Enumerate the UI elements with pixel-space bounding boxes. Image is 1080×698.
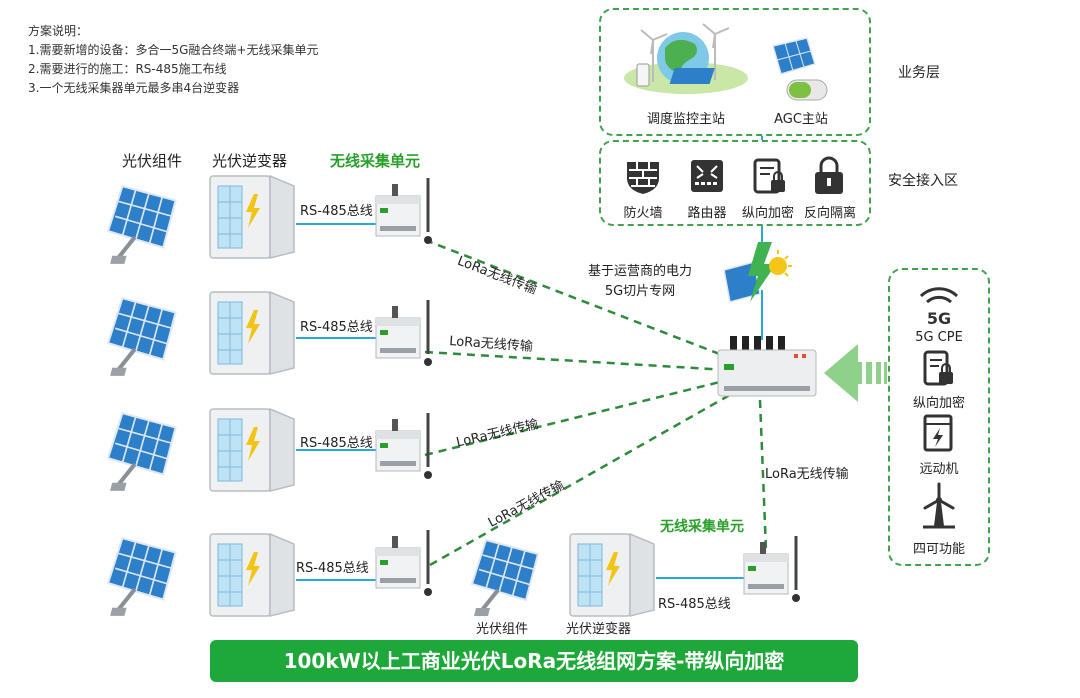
bottom-inverter-label: 光伏逆变器	[566, 622, 632, 637]
slice-network-label: 基于运营商的电力 5G切片专网	[588, 264, 693, 299]
telecontrol-label: 远动机	[919, 462, 959, 477]
notes-title: 方案说明：	[28, 24, 89, 38]
header-pv-module: 光伏组件	[122, 152, 183, 170]
inverter-cabinet	[206, 288, 298, 378]
reverse-isolation-label: 反向隔离	[803, 206, 856, 221]
rs485-label: RS-485总线	[300, 320, 373, 335]
5g-wifi-icon: 5G	[919, 287, 959, 326]
wireless-collector	[372, 292, 448, 372]
firewall-icon	[627, 162, 659, 194]
header-inverter: 光伏逆变器	[212, 152, 288, 170]
lora-line	[424, 350, 729, 372]
security-zone-box: 防火墙 路由器 纵向加密 反向隔离	[599, 140, 871, 226]
pv-module	[104, 178, 196, 270]
inverter-cabinet	[206, 530, 298, 620]
router-label: 路由器	[687, 206, 727, 221]
wireless-collector	[740, 528, 816, 608]
inverter-cabinet	[206, 172, 298, 262]
5g-cpe-label: 5G CPE	[915, 330, 963, 345]
dispatch-station-label: 调度监控主站	[646, 112, 725, 127]
encryption-icon	[923, 350, 953, 386]
slice-network-icon	[723, 242, 792, 303]
notes-item: 3.一个无线采集器单元最多串4台逆变器	[28, 81, 240, 95]
5g-badge: 5G	[927, 309, 951, 326]
lora-line	[429, 390, 736, 567]
scheme-title-banner: 100kW以上工商业光伏LoRa无线组网方案-带纵向加密	[210, 640, 858, 682]
terminal-encryption-label: 纵向加密	[912, 396, 965, 411]
lora-label: LoRa无线传输	[765, 467, 849, 482]
wireless-collector	[372, 405, 448, 485]
agc-station-icon	[772, 37, 828, 101]
pv-module	[104, 290, 196, 382]
inverter-cabinet	[206, 405, 298, 495]
dispatch-station-icon	[624, 23, 748, 94]
bottom-pv-module-label: 光伏组件	[476, 622, 529, 637]
rs485-label: RS-485总线	[658, 597, 731, 612]
agc-station-label: AGC主站	[774, 112, 828, 127]
5g-fusion-terminal	[717, 336, 817, 397]
header-collector: 无线采集单元	[330, 152, 421, 170]
rs485-label: RS-485总线	[300, 436, 373, 451]
bottom-collector-title: 无线采集单元	[660, 519, 744, 535]
pv-module	[104, 405, 196, 497]
router-icon	[691, 160, 723, 192]
lora-line	[758, 399, 768, 551]
wind-turbine-icon	[923, 482, 955, 529]
telecontrol-icon	[923, 414, 953, 452]
lora-line	[424, 378, 729, 457]
pv-module	[468, 532, 558, 622]
terminal-functions-box: 5G 5G CPE 纵向加密 远动机 四可功能	[888, 268, 990, 566]
wireless-collector	[372, 522, 448, 602]
encryption-label: 纵向加密	[741, 206, 794, 221]
business-layer-title: 业务层	[898, 65, 940, 81]
wireless-collector	[372, 170, 448, 250]
security-zone-title: 安全接入区	[888, 173, 958, 189]
four-capabilities-label: 四可功能	[912, 542, 965, 557]
encryption-icon	[753, 158, 785, 194]
inverter-cabinet	[566, 530, 658, 620]
business-layer-box: 调度监控主站 AGC主站	[599, 8, 871, 136]
pv-module	[104, 530, 196, 622]
lock-icon	[815, 156, 843, 194]
arrow-left-icon	[824, 344, 887, 402]
notes-item: 1.需要新增的设备：多合一5G融合终端+无线采集单元	[28, 43, 319, 57]
rs485-label: RS-485总线	[296, 561, 369, 576]
scheme-notes: 方案说明： 1.需要新增的设备：多合一5G融合终端+无线采集单元 2.需要进行的…	[28, 22, 318, 98]
notes-item: 2.需要进行的施工：RS-485施工布线	[28, 62, 227, 76]
firewall-label: 防火墙	[623, 206, 663, 221]
rs485-label: RS-485总线	[300, 204, 373, 219]
